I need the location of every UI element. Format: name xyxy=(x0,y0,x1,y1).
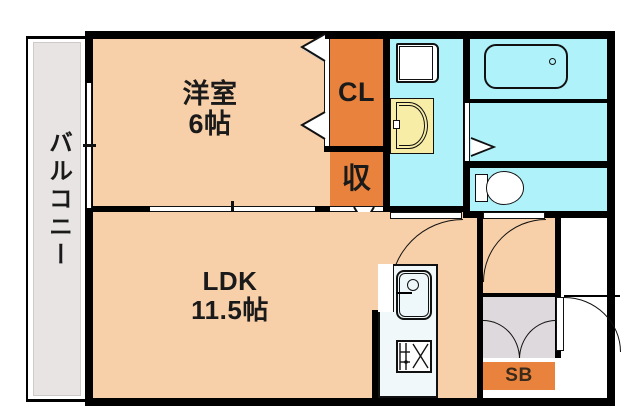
bedroom-label: 洋室 6帖 xyxy=(182,78,238,139)
genkan-top-edge xyxy=(477,293,561,297)
washroom-door-panel[interactable] xyxy=(390,212,462,219)
kitchen-faucet-icon xyxy=(396,292,412,294)
toilet-icon xyxy=(486,171,524,205)
shoe-box-front xyxy=(483,358,555,362)
top-exterior-wall xyxy=(85,31,615,39)
wet-core-left-wall xyxy=(383,31,390,212)
bathroom-door-arrow-icon xyxy=(470,137,496,157)
bottom-exterior-wall xyxy=(85,398,615,406)
closet-cl-label: CL xyxy=(338,76,375,107)
bathroom-door[interactable] xyxy=(464,103,470,161)
balcony-window-tick xyxy=(83,144,96,147)
bedroom-slide-tick xyxy=(231,201,234,217)
bathtub-icon xyxy=(484,44,568,89)
bedroom-floor xyxy=(93,39,330,209)
corridor-left-wall xyxy=(477,218,483,398)
wash-basin-inner-arc xyxy=(399,105,425,146)
bathroom-body-floor xyxy=(470,103,607,161)
balcony-bottom-cap xyxy=(26,399,88,402)
bathroom-tub-divider xyxy=(470,99,607,103)
ldk-label: LDK 11.5帖 xyxy=(191,265,269,325)
balcony-floor xyxy=(33,42,81,396)
bathroom-bottom-wall xyxy=(463,161,615,168)
faucet-icon xyxy=(393,120,400,129)
corridor-door-panel[interactable] xyxy=(483,212,545,219)
left-exterior-wall xyxy=(85,31,93,406)
bathtub-drain-icon xyxy=(549,58,556,65)
closet-fold-arrow-bottom-icon xyxy=(300,111,326,140)
kitchen-counter-side-panel xyxy=(378,264,394,312)
kitchen-left-wall-stub xyxy=(372,310,378,398)
corridor-right-wall xyxy=(555,218,561,296)
closet-fold-arrow-top-icon xyxy=(300,33,326,62)
closet-divider-wall xyxy=(324,146,390,152)
right-exterior-wall xyxy=(607,31,615,406)
gas-stove-burners-icon xyxy=(399,343,429,370)
storage-shu xyxy=(330,152,383,206)
shoe-box-sb xyxy=(483,362,555,390)
shoe-box-sb-label: SB xyxy=(505,365,533,387)
washroom-bottom-wall xyxy=(383,206,470,212)
washing-machine-pan-inner xyxy=(399,46,433,80)
storage-shu-label: 収 xyxy=(341,162,372,195)
closet-door-face[interactable] xyxy=(324,39,330,146)
entrance-threshold xyxy=(564,295,620,297)
balcony-label: バルコニー xyxy=(44,130,72,270)
entrance-door-panel[interactable] xyxy=(556,297,564,351)
balcony-top-cap xyxy=(26,36,88,39)
closet-cl xyxy=(330,39,383,146)
kitchen-sink-drain-icon xyxy=(407,279,419,291)
